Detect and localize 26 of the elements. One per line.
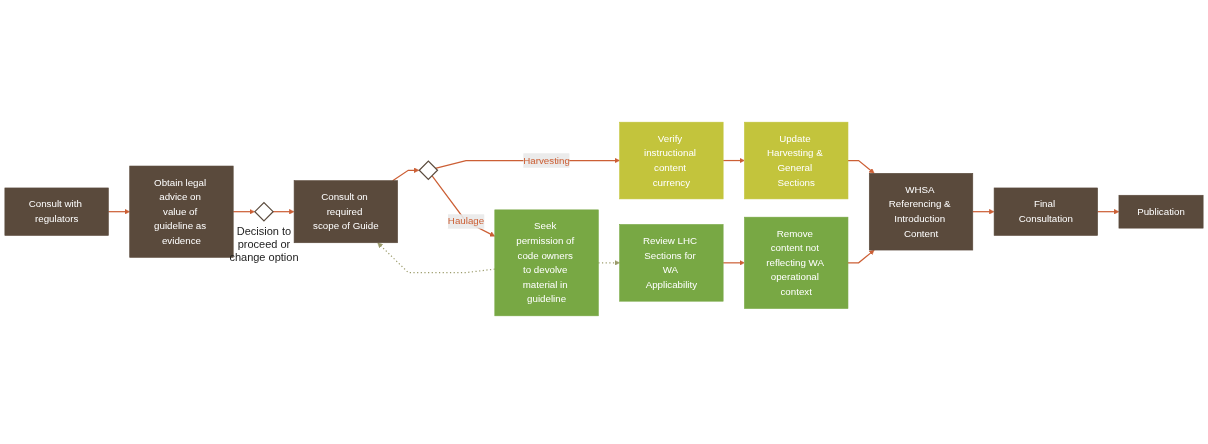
node-box: Obtain legal advice on value of guideline as evidence <box>129 165 234 258</box>
arrow <box>232 209 255 215</box>
node-diamond <box>253 201 274 222</box>
node-diamond <box>418 160 439 181</box>
node-box: Consult with regulators <box>4 187 109 236</box>
arrow <box>972 209 995 215</box>
node-box: Publication <box>1118 194 1204 229</box>
node-box: Update Harvesting & General Sections <box>744 121 849 200</box>
edge-label: Haulage <box>447 215 485 227</box>
node-box: WHSA Referencing & Introduction Content <box>868 173 974 251</box>
node-box: Seek permission of code owners to devolve material in guideline <box>494 209 599 317</box>
node-box: Remove content not reflecting WA operational context <box>744 216 849 309</box>
arrow <box>722 157 745 164</box>
arrow <box>107 209 130 215</box>
arrow <box>847 249 875 264</box>
arrow <box>847 159 875 174</box>
node-box: Final Consultation <box>993 187 1098 236</box>
arrow <box>722 260 745 266</box>
arrow <box>431 174 496 237</box>
arrow <box>1097 209 1120 215</box>
node-box: Review LHC Sections for WA Applicability <box>619 224 724 302</box>
node-box: Verify instructional content currency <box>619 121 724 200</box>
node-box: Consult on required scope of Guide <box>293 180 398 244</box>
arrow <box>392 167 420 182</box>
arrow <box>272 209 295 215</box>
edge-label: Harvesting <box>523 155 570 166</box>
